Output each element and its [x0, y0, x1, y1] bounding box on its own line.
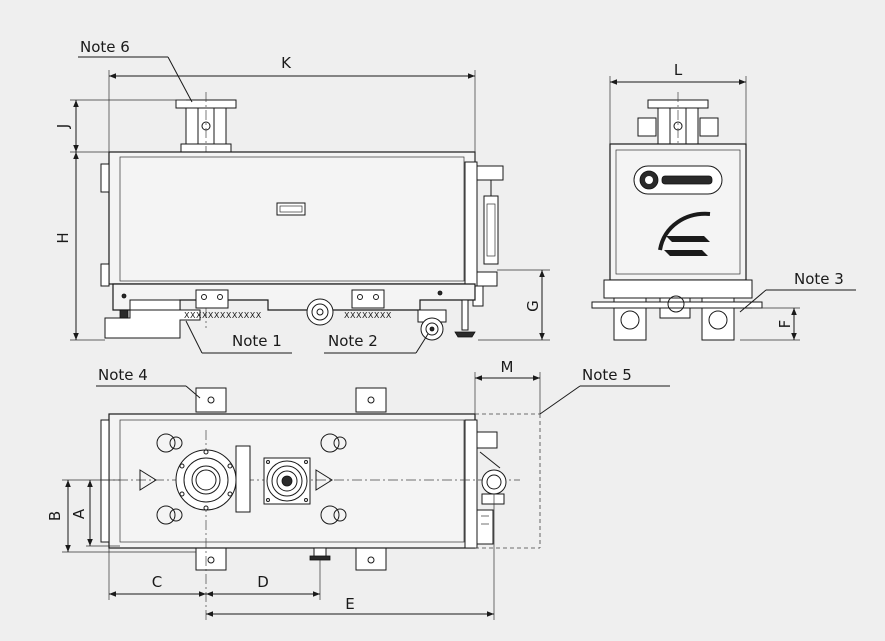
- brand-logo: [658, 211, 711, 256]
- castor-wheel: [417, 309, 447, 341]
- dimension-f-label: F: [776, 320, 794, 329]
- rail-marking-left: XXXXXXXXXXXXX: [184, 311, 262, 320]
- controller-side: [464, 161, 504, 307]
- dimension-l-label: L: [674, 61, 683, 79]
- dimension-m-label: M: [501, 358, 514, 376]
- exhaust-port-side: [306, 298, 334, 326]
- lifting-eyes: [156, 433, 347, 525]
- top-view: [100, 387, 541, 620]
- dimension-c-label: C: [152, 573, 162, 591]
- dimension-g-label: G: [524, 300, 542, 312]
- pump-body-end: [609, 143, 747, 281]
- cooling-fan: [263, 457, 311, 505]
- note-3-label: Note 3: [794, 270, 844, 288]
- handle-side: [276, 202, 306, 216]
- side-view: XXXXXXXXXXXXX XXXXXXXX: [100, 92, 504, 341]
- dimension-j-label: J: [54, 124, 72, 129]
- note-5-label: Note 5: [582, 366, 632, 384]
- inlet-flange-top: [175, 449, 237, 511]
- controller-top: [476, 431, 507, 545]
- end-view-dimensions: L F Note 3: [609, 61, 856, 341]
- dimension-k-label: K: [281, 54, 292, 72]
- pump-body-side: [108, 151, 476, 285]
- top-view-dimensions: M B A C D E Note 4 Note 5: [46, 358, 670, 620]
- dimension-h-label: H: [54, 232, 72, 243]
- side-view-dimensions: K J H G Note 6 Note 1 Note 2: [54, 38, 550, 354]
- dimension-a-label: A: [70, 508, 88, 519]
- note-2-label: Note 2: [328, 332, 378, 350]
- note-6-label: Note 6: [80, 38, 130, 56]
- rail-marking-right: XXXXXXXX: [344, 311, 392, 320]
- note-1-label: Note 1: [232, 332, 282, 350]
- note-4-label: Note 4: [98, 366, 148, 384]
- dimension-d-label: D: [257, 573, 269, 591]
- dimension-e-label: E: [345, 595, 354, 613]
- dimension-b-label: B: [46, 511, 64, 521]
- end-view: [591, 92, 763, 341]
